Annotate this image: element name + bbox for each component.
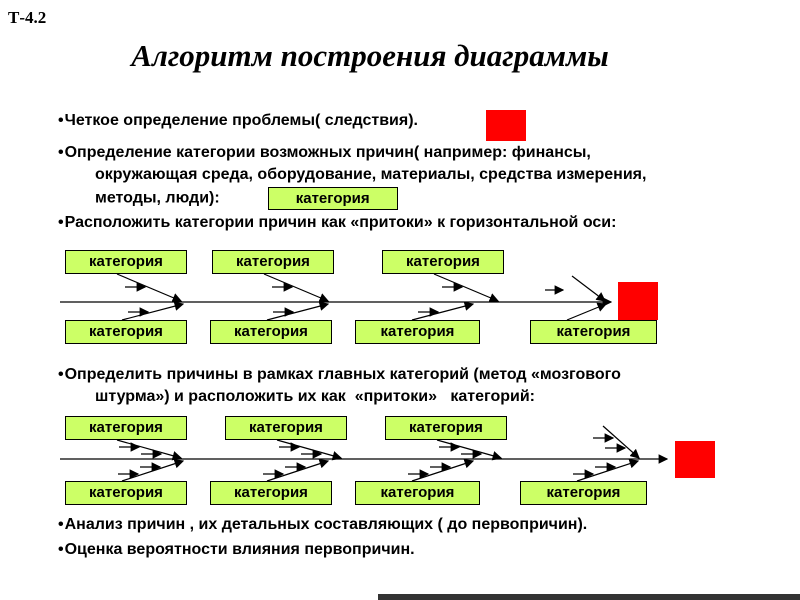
bullet-define-categories: •Определение категории возможных причин(… <box>58 144 591 162</box>
bullet-define-categories-line1: Определение категории возможных причин( … <box>64 144 591 161</box>
fishbone-1-arrows <box>60 273 613 321</box>
category-box: категория <box>355 481 480 505</box>
slide-tag: Т-4.2 <box>8 8 47 27</box>
bullet-define-categories-line2: окружающая среда, оборудование, материал… <box>95 166 647 183</box>
category-box: категория <box>65 250 187 274</box>
bullet-arrange-categories-text: Расположить категории причин как «приток… <box>64 214 617 231</box>
bullet-define-problem: •Четкое определение проблемы( следствия)… <box>58 112 418 130</box>
bullet-dot: • <box>58 214 64 231</box>
category-box: категория <box>385 416 507 440</box>
sample-category-box: категория <box>267 187 398 210</box>
bullet-define-causes-line1: Определить причины в рамках главных кате… <box>64 366 621 383</box>
bullet-analyze-causes-text: Анализ причин , их детальных составляющи… <box>64 516 588 533</box>
category-box: категория <box>210 320 332 344</box>
bottom-edge-bar <box>378 594 800 600</box>
category-box: категория <box>212 250 334 274</box>
effect-red-box <box>618 282 658 320</box>
bullet-arrange-categories: •Расположить категории причин как «прито… <box>58 214 616 232</box>
bullet-dot: • <box>58 144 64 161</box>
bullet-estimate-probability-text: Оценка вероятности влияния первопричин. <box>64 541 415 558</box>
bullet-dot: • <box>58 541 64 558</box>
category-box: категория <box>225 416 347 440</box>
bullet-dot: • <box>58 516 64 533</box>
bullet-define-categories-line3-row: методы, люди): категория <box>95 187 398 210</box>
branch-arrows <box>116 425 640 482</box>
bullet-define-categories-line3: методы, люди): <box>95 189 220 207</box>
category-box: категория <box>210 481 332 505</box>
branch-arrows <box>116 273 608 321</box>
bullet-define-causes-line2: штурма») и расположить их как «притоки» … <box>95 388 535 405</box>
fishbone-2-arrows <box>60 425 669 482</box>
cause-tick-arrows <box>118 433 627 479</box>
page-title: Алгоритм построения диаграммы <box>131 38 609 73</box>
bullet-define-problem-text: Четкое определение проблемы( следствия). <box>64 112 418 129</box>
bullet-define-causes: •Определить причины в рамках главных кат… <box>58 366 621 384</box>
fishbone-diagram-1: категория категория категория категория … <box>55 246 670 351</box>
bullet-dot: • <box>58 366 64 383</box>
category-box: категория <box>530 320 657 344</box>
fishbone-diagram-2: категория категория категория категория … <box>55 412 730 512</box>
category-box: категория <box>65 481 187 505</box>
bullet-dot: • <box>58 112 64 129</box>
category-box: категория <box>382 250 504 274</box>
category-box: категория <box>355 320 480 344</box>
cause-tick-arrows <box>125 282 565 317</box>
problem-red-box <box>486 110 526 141</box>
category-box: категория <box>520 481 647 505</box>
category-box: категория <box>65 320 187 344</box>
effect-red-box <box>675 441 715 478</box>
category-box: категория <box>65 416 187 440</box>
bullet-estimate-probability: •Оценка вероятности влияния первопричин. <box>58 541 415 559</box>
bullet-analyze-causes: •Анализ причин , их детальных составляющ… <box>58 516 587 534</box>
